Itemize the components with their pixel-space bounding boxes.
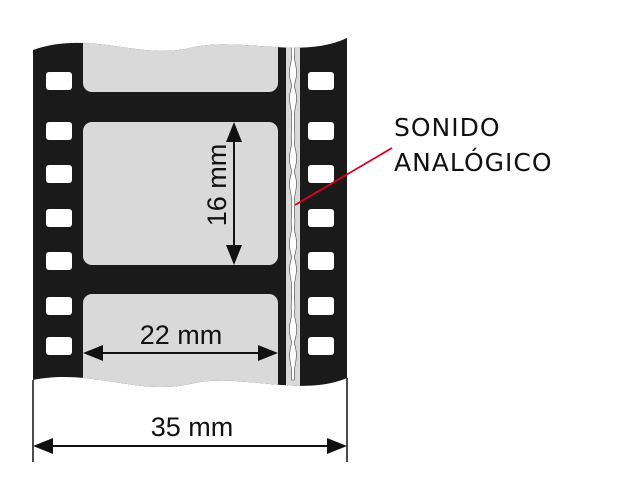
sprocket-holes-left [46,72,72,355]
sprocket-hole [46,165,72,183]
sound-track-callout: SONIDO ANALÓGICO [294,113,553,206]
sprocket-hole [308,252,334,270]
sprocket-hole [308,165,334,183]
film-frame-bottom [83,294,278,388]
arrowhead-icon [226,245,242,265]
film-strip [33,38,347,388]
sprocket-hole [46,209,72,227]
sprocket-hole [46,122,72,140]
arrowhead-icon [327,438,347,454]
dimension-frame-height: 16 mm [202,122,242,265]
film-width-label: 35 mm [151,412,234,442]
sprocket-hole [46,337,72,355]
sound-label-line2: ANALÓGICO [394,147,553,177]
sprocket-hole [308,297,334,315]
arrowhead-icon [33,438,53,454]
sprocket-hole [46,252,72,270]
arrowhead-icon [258,345,278,361]
sound-waveform [289,39,297,381]
sprocket-hole [308,122,334,140]
sprocket-hole [308,72,334,90]
film-frame-top [83,38,278,92]
dimension-frame-width: 22 mm [83,320,278,361]
waveform-path [289,39,297,381]
sprocket-hole [308,337,334,355]
pointer-line [294,147,393,206]
dimension-film-width: 35 mm [33,412,347,454]
frame-width-label: 22 mm [140,320,223,350]
arrowhead-icon [226,122,242,142]
frame-height-label: 16 mm [202,144,232,227]
arrowhead-icon [83,345,103,361]
film-frame-middle [83,122,278,265]
sprocket-holes-right [308,72,334,355]
sound-label-line1: SONIDO [394,113,501,142]
sprocket-hole [46,297,72,315]
sprocket-hole [308,209,334,227]
sprocket-hole [46,72,72,90]
